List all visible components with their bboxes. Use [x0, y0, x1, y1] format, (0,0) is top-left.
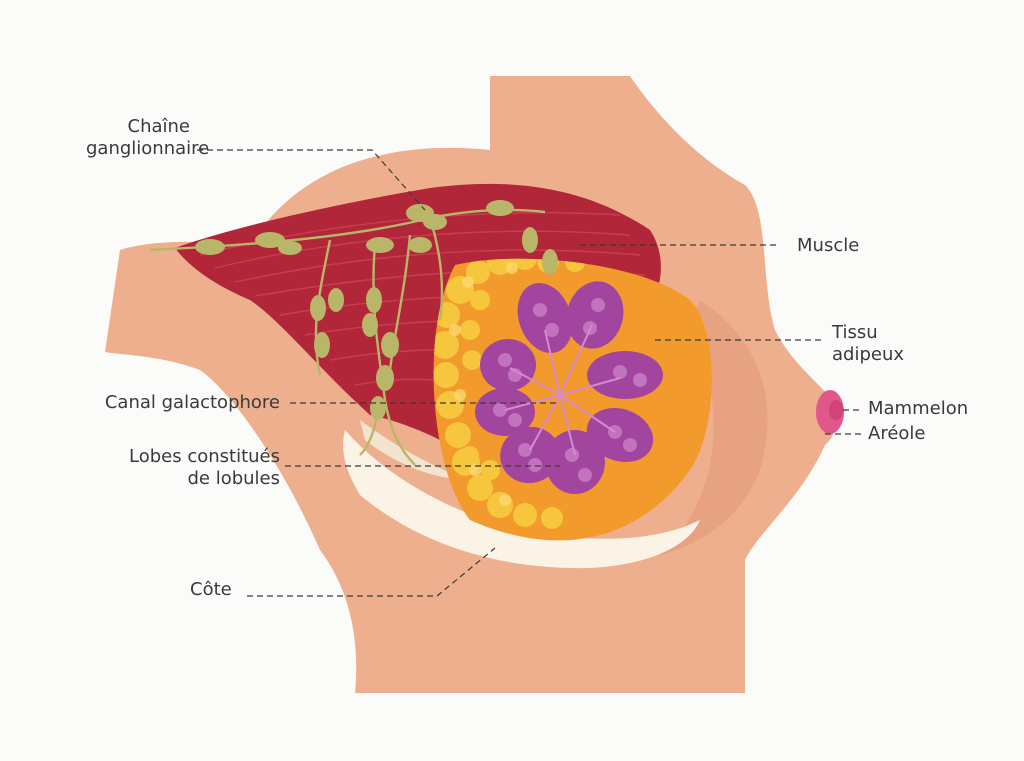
rib-shape: [343, 430, 700, 569]
adipose-texture: [433, 258, 585, 529]
label-lobes: Lobes constitués de lobules: [40, 446, 280, 490]
label-lobes-line1: Lobes constitués: [129, 446, 280, 467]
leader-cote: [247, 547, 496, 597]
adipose-tissue-outer: [433, 258, 712, 541]
label-areole: Aréole: [868, 423, 926, 444]
label-canal-galactophore: Canal galactophore: [104, 392, 280, 413]
lymph-nodes: [195, 200, 558, 420]
label-tissu-line1: Tissu: [832, 322, 878, 343]
milk-ducts: [504, 324, 621, 456]
leader-chain: [197, 149, 426, 211]
label-chaine-ganglionnaire: Chaîne ganglionnaire: [86, 116, 210, 160]
label-tissu-line2: adipeux: [832, 344, 905, 365]
nipple-shape: [829, 400, 843, 420]
label-muscle: Muscle: [797, 235, 860, 256]
leader-lines: [197, 149, 862, 597]
label-cote: Côte: [190, 579, 232, 600]
label-chain-line1: Chaîne: [127, 116, 191, 137]
label-chain-line2: ganglionnaire: [86, 138, 210, 159]
label-lobes-line2: de lobules: [187, 468, 280, 489]
skin-shadow: [660, 300, 768, 555]
rib-shadow: [360, 420, 470, 480]
label-tissu-adipeux: Tissu adipeux: [832, 322, 904, 366]
label-mammelon: Mammelon: [868, 398, 969, 419]
